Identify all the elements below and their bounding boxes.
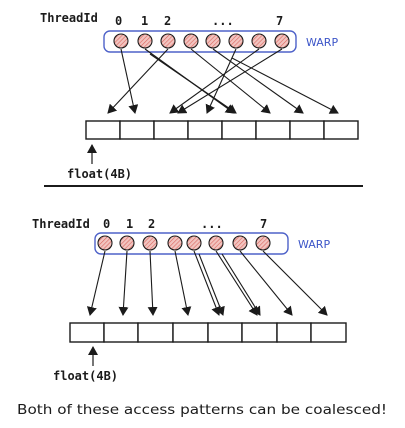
memory-cell	[323, 120, 359, 140]
thread-id-label: ThreadId	[32, 217, 90, 231]
thread-id-label: ThreadId	[40, 11, 98, 25]
thread-circle	[274, 33, 290, 49]
access-arrow	[169, 48, 260, 114]
access-arrow	[107, 48, 169, 114]
thread-circle	[255, 235, 271, 251]
access-arrow	[198, 253, 225, 316]
thread-number-0: 0	[103, 217, 110, 231]
thread-ellipsis: ...	[212, 14, 234, 28]
memory-cell	[207, 322, 243, 343]
thread-number-7: 7	[276, 14, 283, 28]
thread-circles	[113, 33, 290, 49]
thread-circle	[186, 235, 202, 251]
access-arrow	[215, 250, 258, 316]
memory-cell	[187, 120, 223, 140]
thread-number-2: 2	[148, 217, 155, 231]
warp-box	[94, 232, 289, 255]
memory-cell	[153, 120, 189, 140]
access-arrow	[221, 253, 261, 316]
access-arrow	[193, 250, 221, 316]
thread-circle	[251, 33, 267, 49]
thread-circle	[142, 235, 158, 251]
float-label: float(4B)	[67, 167, 132, 181]
access-arrow	[147, 250, 158, 316]
thread-circle	[208, 235, 224, 251]
access-arrow	[118, 250, 129, 316]
thread-circle	[137, 33, 153, 49]
thread-circle	[160, 33, 176, 49]
thread-circle	[167, 235, 183, 251]
memory-cell	[310, 322, 347, 343]
thread-number-0: 0	[115, 14, 122, 28]
access-arrow	[120, 48, 139, 114]
warp-label: WARP	[298, 238, 330, 251]
memory-cell	[289, 120, 325, 140]
access-arrow	[231, 57, 339, 114]
thread-circle	[232, 235, 248, 251]
memory-cell	[172, 322, 209, 343]
thread-ellipsis: ...	[201, 217, 223, 231]
access-arrow	[205, 48, 237, 114]
thread-number-2: 2	[164, 14, 171, 28]
memory-cell	[119, 120, 155, 140]
memory-cell	[69, 322, 105, 343]
panel-1: ThreadId 0 1 2 ... 7 WARP	[40, 11, 359, 181]
thread-circle	[205, 33, 221, 49]
thread-circle	[119, 235, 135, 251]
memory-cell	[241, 322, 278, 343]
memory-cell	[103, 322, 139, 343]
access-arrows	[107, 48, 339, 114]
access-arrow	[212, 48, 304, 114]
access-arrows	[86, 250, 328, 316]
panel-2: ThreadId 0 1 2 ... 7 WARP	[32, 217, 347, 383]
thread-circle	[113, 33, 129, 49]
memory-cell	[85, 120, 121, 140]
warp-label: WARP	[306, 36, 338, 49]
thread-circle	[228, 33, 244, 49]
access-arrow	[149, 53, 237, 114]
access-arrow	[262, 250, 328, 316]
caption: Both of these access patterns can be coa…	[17, 402, 387, 418]
memory-cells	[69, 322, 347, 343]
access-arrow	[174, 250, 192, 316]
float-label: float(4B)	[53, 369, 118, 383]
thread-circle	[97, 235, 113, 251]
access-arrow	[177, 48, 283, 114]
thread-number-1: 1	[141, 14, 148, 28]
memory-cell	[137, 322, 174, 343]
memory-cell	[255, 120, 291, 140]
memory-cells	[85, 120, 359, 140]
access-arrow	[86, 250, 106, 316]
thread-number-1: 1	[126, 217, 133, 231]
thread-number-7: 7	[260, 217, 267, 231]
access-arrow	[239, 250, 293, 316]
memory-cell	[276, 322, 312, 343]
memory-cell	[221, 120, 257, 140]
thread-circle	[183, 33, 199, 49]
thread-circles	[97, 235, 271, 251]
warp-box	[103, 30, 297, 53]
